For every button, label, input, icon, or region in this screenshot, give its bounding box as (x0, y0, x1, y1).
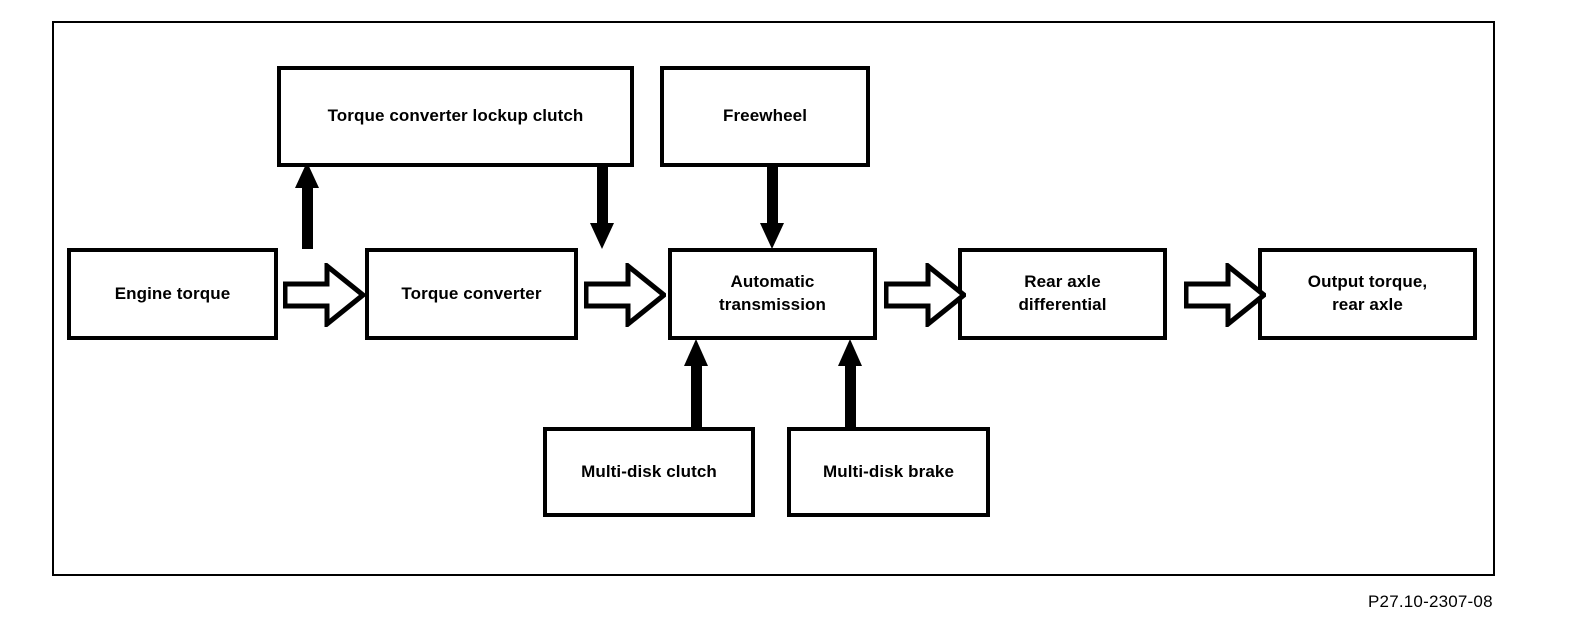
node-multi-disk-brake[interactable]: Multi-disk brake (787, 427, 990, 517)
node-label: Freewheel (722, 106, 808, 126)
node-label: Automatic transmission (718, 272, 826, 314)
node-label: Rear axle differential (1018, 272, 1107, 314)
node-label: Torque converter lockup clutch (327, 106, 584, 126)
node-torque-converter-lockup-clutch[interactable]: Torque converter lockup clutch (277, 66, 634, 167)
node-engine-torque[interactable]: Engine torque (67, 248, 278, 340)
node-multi-disk-clutch[interactable]: Multi-disk clutch (543, 427, 755, 517)
node-label: Output torque, rear axle (1307, 272, 1428, 314)
node-label: Multi-disk brake (822, 461, 955, 481)
node-label: Torque converter (401, 283, 542, 303)
node-rear-axle-differential[interactable]: Rear axle differential (958, 248, 1167, 340)
flow-arrow-engine-to-converter (283, 263, 365, 327)
flow-arrow-transmission-to-differential (884, 263, 966, 327)
flow-arrow-differential-to-output (1184, 263, 1266, 327)
figure-reference-number: P27.10-2307-08 (1368, 592, 1493, 611)
flow-arrow-converter-to-transmission (584, 263, 666, 327)
node-label: Multi-disk clutch (581, 461, 717, 481)
node-freewheel[interactable]: Freewheel (660, 66, 870, 167)
node-torque-converter[interactable]: Torque converter (365, 248, 578, 340)
node-label: Engine torque (114, 283, 231, 303)
node-automatic-transmission[interactable]: Automatic transmission (668, 248, 877, 340)
node-output-torque-rear-axle[interactable]: Output torque, rear axle (1258, 248, 1477, 340)
